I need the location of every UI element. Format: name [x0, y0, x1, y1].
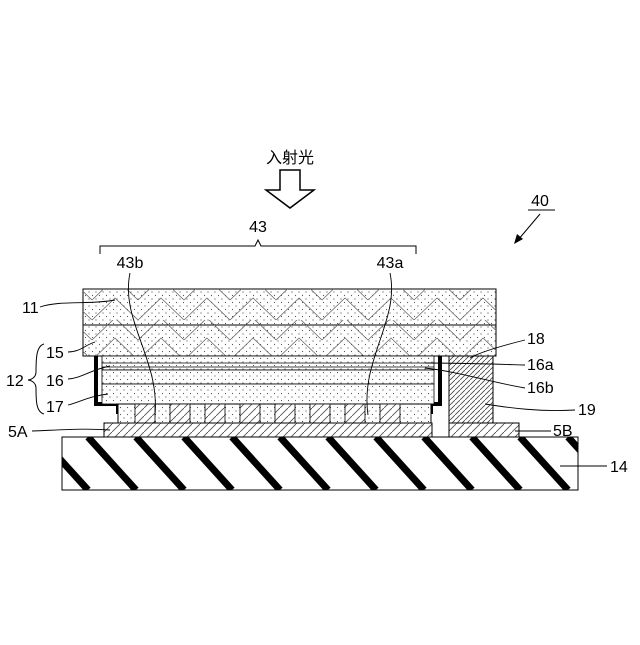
- label-16: 16: [46, 373, 64, 390]
- conductor-19: [449, 356, 493, 423]
- label-43b: 43b: [117, 255, 144, 272]
- label-16b: 16b: [527, 380, 554, 397]
- label-5A: 5A: [8, 424, 28, 441]
- leader-5A: [32, 429, 110, 431]
- label-43a: 43a: [377, 255, 404, 272]
- pixel-row: [118, 404, 431, 423]
- leader-40: [518, 214, 540, 240]
- electrode-5B: [449, 423, 519, 437]
- label-40: 40: [531, 193, 549, 210]
- layer-17: [102, 384, 434, 404]
- electrode-5A: [104, 423, 432, 437]
- label-16a: 16a: [527, 357, 554, 374]
- label-19: 19: [578, 402, 596, 419]
- incident-light-arrow: [266, 170, 314, 208]
- label-11: 11: [22, 300, 39, 317]
- incident-light-label: 入射光: [266, 149, 314, 167]
- leader-19: [485, 404, 575, 411]
- label-14: 14: [610, 459, 628, 476]
- label-5B: 5B: [553, 423, 573, 440]
- label-15: 15: [46, 345, 64, 362]
- brace-43: [100, 240, 416, 254]
- label-18: 18: [527, 331, 545, 348]
- brace-12: [28, 344, 44, 414]
- layer-15-hatch: [83, 325, 496, 356]
- label-17: 17: [46, 399, 64, 416]
- label-43: 43: [249, 219, 267, 236]
- label-12: 12: [6, 373, 24, 390]
- layer-11-hatch: [83, 289, 496, 325]
